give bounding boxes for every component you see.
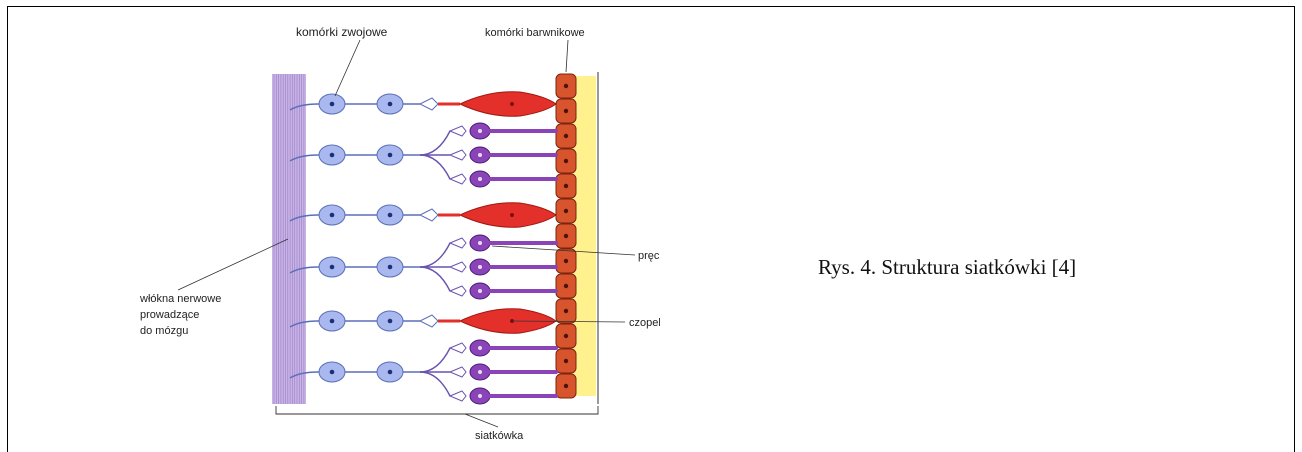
label-nerve-fibers-line-2: prowadzące — [140, 309, 199, 321]
label-retina: siatkówka — [475, 430, 524, 442]
synapse — [420, 98, 438, 110]
synapse — [450, 286, 466, 296]
label-nerve-fibers-line-1: włókna nerwowe — [139, 293, 221, 305]
synapse — [450, 262, 466, 272]
pigment-cell-nucleus — [564, 359, 568, 363]
ganglion-cell-nucleus — [330, 265, 335, 270]
bipolar-cell-nucleus — [388, 153, 393, 158]
ganglion-cell-nucleus — [330, 153, 335, 158]
leader-ganglion-cells — [335, 40, 360, 96]
synapse — [420, 315, 438, 327]
bipolar-cell-nucleus — [388, 265, 393, 270]
rod-branch — [420, 267, 450, 291]
rod-cell-nucleus — [478, 370, 482, 374]
label-cone: czopek — [629, 317, 660, 329]
label-rod: pręcik — [638, 250, 660, 262]
synapse — [450, 391, 466, 401]
pigment-cell-nucleus — [564, 284, 568, 288]
pigment-cell-nucleus — [564, 209, 568, 213]
pigment-cell-nucleus — [564, 259, 568, 263]
ganglion-cell-nucleus — [330, 102, 335, 107]
rod-cell-nucleus — [478, 129, 482, 133]
retina-bracket — [276, 406, 598, 414]
bipolar-cell-nucleus — [388, 370, 393, 375]
bipolar-cell-nucleus — [388, 102, 393, 107]
ganglion-cell-nucleus — [330, 213, 335, 218]
synapse — [450, 367, 466, 377]
rod-branch — [420, 131, 450, 155]
label-nerve-fibers-line-3: do mózgu — [140, 325, 188, 337]
rod-cell-nucleus — [478, 394, 482, 398]
pigment-cell-nucleus — [564, 109, 568, 113]
synapse — [450, 343, 466, 353]
pigment-cell-nucleus — [564, 84, 568, 88]
figure-caption: Rys. 4. Struktura siatkówki [4] — [818, 255, 1076, 280]
rod-cell-nucleus — [478, 177, 482, 181]
frame-left-border — [7, 6, 8, 452]
synapse — [450, 150, 466, 160]
neuron-row — [290, 235, 556, 299]
rod-cell-nucleus — [478, 346, 482, 350]
pigment-cell-nucleus — [564, 334, 568, 338]
ganglion-cell-nucleus — [330, 319, 335, 324]
pigment-cell-nucleus — [564, 234, 568, 238]
cone-cell-nucleus — [510, 102, 514, 106]
rod-cell-nucleus — [478, 241, 482, 245]
synapse — [450, 126, 466, 136]
bipolar-cell-nucleus — [388, 213, 393, 218]
synapse — [420, 209, 438, 221]
leader-nerve-fibers — [178, 239, 288, 290]
synapse — [450, 174, 466, 184]
rod-branch — [420, 155, 450, 179]
neuron-row — [290, 123, 556, 187]
rod-branch — [420, 243, 450, 267]
cone-cell — [460, 92, 556, 117]
leader-pigment-cells — [566, 40, 568, 72]
ganglion-cell-nucleus — [330, 370, 335, 375]
pigment-cell-nucleus — [564, 384, 568, 388]
nerve-fiber-layer — [272, 74, 306, 404]
retina-diagram: komórki zwojowe komórki barwnikowe pręci… — [120, 14, 660, 446]
rod-cell-nucleus — [478, 153, 482, 157]
label-pigment-cells: komórki barwnikowe — [485, 27, 585, 39]
rod-cell-nucleus — [478, 265, 482, 269]
neuron-row — [290, 203, 556, 228]
bipolar-cell-nucleus — [388, 319, 393, 324]
frame-right-border — [1294, 6, 1295, 452]
cone-cell-nucleus — [510, 213, 514, 217]
pigment-cell-layer — [556, 74, 576, 398]
pigment-cell-nucleus — [564, 309, 568, 313]
rod-branch — [420, 348, 450, 372]
neuron-row — [290, 340, 556, 404]
rod-cell-nucleus — [478, 289, 482, 293]
leader-retina — [465, 414, 498, 427]
rod-branch — [420, 372, 450, 396]
pigment-cell-nucleus — [564, 159, 568, 163]
synapse — [450, 238, 466, 248]
neuron-row — [290, 92, 556, 117]
pigment-cell-nucleus — [564, 134, 568, 138]
pigment-cell-nucleus — [564, 184, 568, 188]
label-ganglion-cells: komórki zwojowe — [296, 25, 388, 39]
frame-top-border — [7, 6, 1295, 7]
cone-cell — [460, 203, 556, 228]
nerve-fiber-band — [272, 74, 306, 404]
